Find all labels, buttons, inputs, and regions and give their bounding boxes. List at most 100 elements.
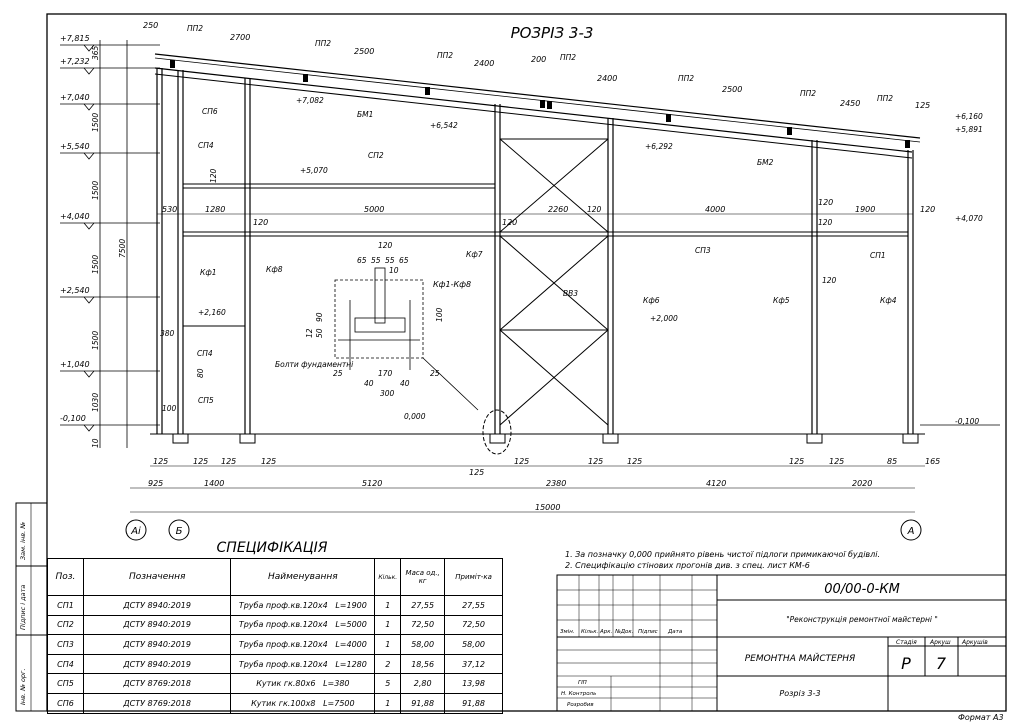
svg-text:125: 125: [627, 457, 642, 466]
svg-text:2450: 2450: [840, 99, 860, 108]
sheet-frame: [46, 13, 1007, 712]
svg-text:125: 125: [588, 457, 603, 466]
sheet-title: Розріз 3-3: [779, 689, 820, 698]
svg-text:55: 55: [385, 256, 395, 265]
col-header: Кільк.: [374, 558, 402, 596]
svg-text:Аркуш: Аркуш: [929, 639, 951, 646]
svg-text:Кф4: Кф4: [880, 296, 897, 305]
svg-text:125: 125: [193, 457, 208, 466]
svg-text:Аркушів: Аркушів: [961, 639, 988, 646]
svg-text:СП3: СП3: [695, 246, 711, 255]
svg-text:2500: 2500: [722, 85, 742, 94]
svg-text:25: 25: [333, 369, 343, 378]
svg-text:Дата: Дата: [667, 629, 683, 635]
level-5540: +5,540: [60, 142, 90, 151]
svg-text:-0,100: -0,100: [955, 417, 979, 426]
svg-text:10: 10: [389, 266, 399, 275]
svg-text:1030: 1030: [91, 393, 100, 412]
axis-b: Б: [176, 526, 183, 537]
svg-text:7500: 7500: [118, 239, 127, 258]
svg-text:80: 80: [196, 368, 205, 378]
svg-text:530: 530: [162, 205, 177, 214]
svg-text:2020: 2020: [852, 479, 872, 488]
level-7040: +7,040: [60, 93, 90, 102]
spec-table: Поз. Позначення Найменування Кільк. Маса…: [47, 558, 503, 714]
note-1: 1. За позначку 0,000 прийнято рівень чис…: [565, 550, 881, 559]
svg-text:120: 120: [502, 218, 517, 227]
purlin-label: ПП2: [678, 74, 694, 83]
format-label: Формат А3: [958, 713, 1004, 722]
svg-text:65: 65: [399, 256, 409, 265]
col-header: Маса од., кг: [400, 558, 446, 596]
svg-text:4120: 4120: [706, 479, 726, 488]
svg-text:25: 25: [430, 369, 440, 378]
col-header: Поз.: [47, 558, 84, 596]
purlin-label: ПП2: [315, 39, 331, 48]
svg-text:ГІП: ГІП: [578, 680, 587, 686]
sheet-value: 7: [936, 654, 947, 673]
svg-text:120: 120: [822, 276, 837, 285]
svg-text:1280: 1280: [205, 205, 225, 214]
svg-text:10: 10: [91, 438, 100, 448]
svg-text:Кф8: Кф8: [266, 265, 283, 274]
svg-text:2260: 2260: [548, 205, 568, 214]
level-1040: +1,040: [60, 360, 90, 369]
level-7815: +7,815: [60, 34, 90, 43]
svg-text:380: 380: [160, 329, 175, 338]
drawing-title: РОЗРІЗ 3-3: [511, 24, 594, 42]
title-block: [556, 574, 1007, 712]
purlin-label: ПП2: [437, 51, 453, 60]
svg-text:1400: 1400: [204, 479, 224, 488]
svg-text:50: 50: [315, 328, 324, 338]
base-detail: [334, 267, 479, 411]
svg-text:125: 125: [221, 457, 236, 466]
svg-text:2400: 2400: [597, 74, 617, 83]
svg-text:1900: 1900: [855, 205, 875, 214]
svg-text:55: 55: [371, 256, 381, 265]
svg-text:Підпис і дата: Підпис і дата: [19, 585, 27, 630]
note-2: 2. Специфікацію стінових прогонів див. з…: [565, 561, 810, 570]
detail-title: Кф1-Кф8: [433, 280, 471, 289]
svg-text:Кф6: Кф6: [643, 296, 660, 305]
level-7232: +7,232: [60, 57, 90, 66]
svg-text:БМ2: БМ2: [757, 158, 774, 167]
svg-text:120: 120: [818, 198, 833, 207]
svg-text:Підпис: Підпис: [638, 629, 658, 635]
col-header: Позначення: [82, 558, 232, 596]
svg-text:65: 65: [357, 256, 367, 265]
project-name: "Реконструкція ремонтної майстерні ": [786, 615, 938, 624]
svg-text:Арк.: Арк.: [599, 629, 613, 635]
svg-text:165: 165: [925, 457, 940, 466]
svg-text:+6,542: +6,542: [430, 121, 458, 130]
svg-text:90: 90: [315, 312, 324, 322]
svg-text:1500: 1500: [91, 113, 100, 132]
svg-text:+5,070: +5,070: [300, 166, 328, 175]
detail-callout: [482, 409, 512, 455]
svg-text:СП1: СП1: [870, 251, 886, 260]
svg-text:СП5: СП5: [198, 396, 214, 405]
svg-text:300: 300: [380, 389, 395, 398]
purlin-label: ПП2: [560, 53, 576, 62]
svg-text:125: 125: [829, 457, 844, 466]
svg-text:ВВ3: ВВ3: [563, 289, 578, 298]
svg-text:1500: 1500: [91, 181, 100, 200]
svg-text:СП2: СП2: [368, 151, 384, 160]
svg-text:5120: 5120: [362, 479, 382, 488]
svg-text:925: 925: [148, 479, 163, 488]
svg-text:2700: 2700: [230, 33, 250, 42]
svg-text:40: 40: [364, 379, 374, 388]
axis-ai: Аі: [130, 525, 141, 537]
svg-text:БМ1: БМ1: [357, 110, 373, 119]
bolts-label: Болти фундаментні: [275, 360, 354, 369]
svg-text:12: 12: [305, 328, 314, 338]
svg-text:1500: 1500: [91, 255, 100, 274]
svg-text:100: 100: [435, 307, 444, 322]
svg-text:№Док.: №Док.: [614, 629, 634, 635]
svg-text:СП4: СП4: [197, 349, 213, 358]
